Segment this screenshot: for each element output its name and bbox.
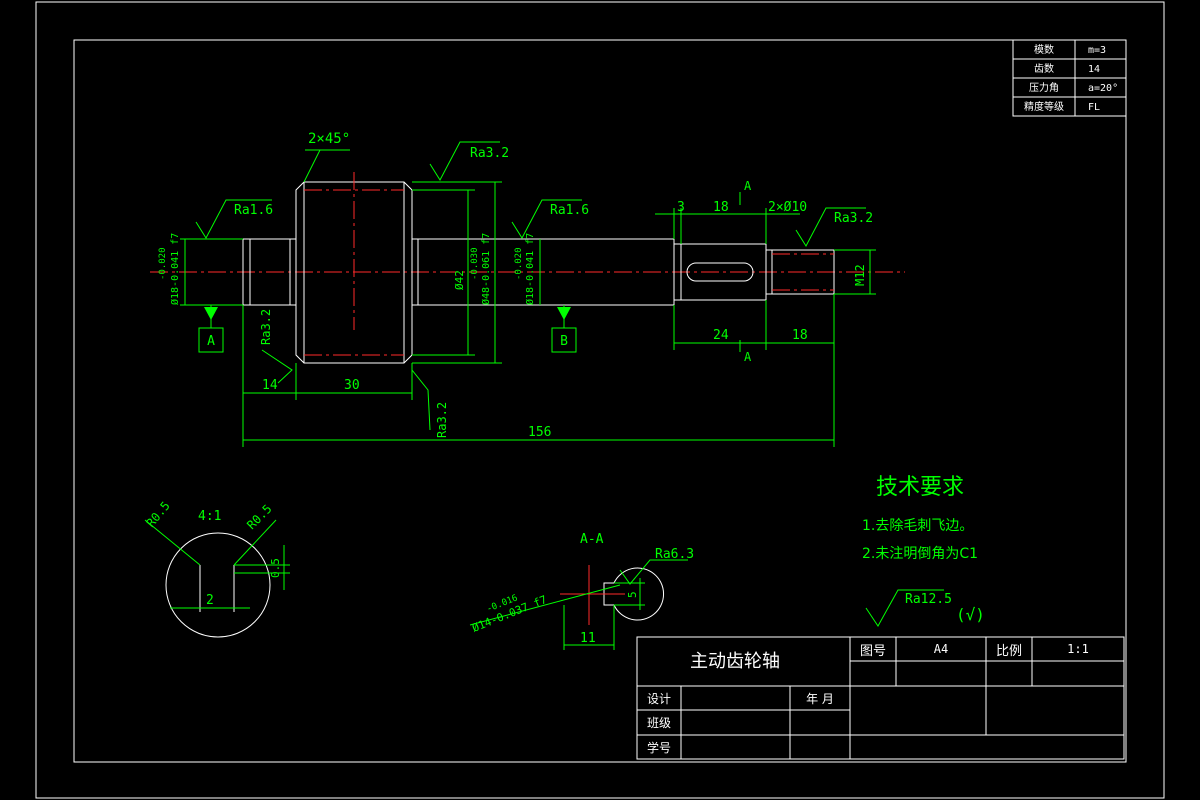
detail-dim: 0.5 [269,558,282,578]
param-value: FL [1088,102,1100,113]
dim-label: 18 [792,328,808,343]
param-label: 精度等级 [1024,100,1064,113]
dia-mid-label: Ø18-0.041 f7 [524,233,536,305]
section-mark: A [744,179,752,193]
chamfer-label: 2×45° [308,131,350,147]
outer-border [35,1,1165,799]
scale-value: 1:1 [1067,642,1089,656]
ra-label: Ra3.2 [834,211,873,226]
ra-label: Ra3.2 [259,309,273,345]
detail-radius: R0.5 [244,502,274,532]
detail-circle [165,532,271,638]
dim-label: 18 [713,200,729,215]
title-block: 主动齿轮轴 图号 A4 比例 1:1 设计 年 月 班级 学号 [636,636,1125,760]
class-label: 班级 [647,716,671,730]
keyway [686,262,754,282]
dia-gear-tip-label: Ø48-0.061 f7 [480,233,492,305]
dim-label: 156 [528,425,551,440]
detail-radius: R0.5 [144,499,173,530]
section-title: A-A [580,532,604,547]
dim-label: 24 [713,328,729,343]
ra-label: Ra3.2 [470,146,509,161]
param-value: m=3 [1088,45,1106,56]
ra-other: (√) [956,605,985,624]
drawing-no-label: 图号 [860,644,886,659]
detail-view: 4:1 R0.5 R0.5 2 0.5 [144,499,290,638]
technical-requirements: 技术要求 1.去除毛刺飞边。 2.未注明倒角为C1 Ra12.5 (√) [862,475,985,627]
section-profile [603,567,665,621]
date-label: 年 月 [806,692,834,706]
ra-general: Ra12.5 [905,592,952,607]
ra-label: Ra1.6 [234,203,273,218]
tech-title: 技术要求 [876,475,964,500]
dia-left-label: Ø18-0.041 f7 [169,233,181,305]
dim-label: 2×Ø10 [768,200,807,215]
student-label: 学号 [647,740,671,755]
section-dim: 5 [626,591,639,598]
drawing-no: A4 [934,642,948,656]
dim-label: 3 [677,200,685,215]
section-view: A-A Ra6.3 Ø14-0.037 f7 -0.016 11 5 [469,532,694,650]
tech-item: 1.去除毛刺飞边。 [862,518,973,534]
param-value: a=20° [1088,83,1118,94]
param-label: 齿数 [1034,62,1054,75]
datum-b-label: B [560,334,568,349]
param-value: 14 [1088,64,1100,75]
tech-item: 2.未注明倒角为C1 [862,546,978,562]
section-mark: A [744,350,752,364]
dia-gear-root-label: Ø42 [453,270,466,290]
detail-dim: 2 [206,593,214,608]
designer-label: 设计 [647,692,671,706]
scale-label: 比例 [996,644,1022,659]
detail-scale: 4:1 [198,509,221,524]
datum-a-label: A [207,334,215,349]
ra-label: Ra3.2 [435,402,449,438]
param-label: 模数 [1034,43,1054,56]
part-name: 主动齿轮轴 [690,651,780,672]
dim-label: 30 [344,378,360,393]
param-label: 压力角 [1029,81,1059,94]
shaft-main-view: 2×45° Ra3.2 Ra1.6 Ra1.6 Ra3.2 Ra3.2 Ra3.… [150,131,905,447]
gear-parameter-table: 模数 m=3 齿数 14 压力角 a=20° 精度等级 FL [1012,39,1127,117]
dim-label: 14 [262,378,278,393]
section-ra: Ra6.3 [655,547,694,562]
ra-label: Ra1.6 [550,203,589,218]
inner-border [73,39,1127,763]
dia-mid-upper: -0.020 [514,247,524,280]
dia-left-upper: -0.020 [158,247,168,280]
dia-gear-tip-upper: -0.030 [470,247,480,280]
section-dim: 11 [580,631,596,646]
thread-label: M12 [853,264,867,286]
thread-end [766,249,835,295]
